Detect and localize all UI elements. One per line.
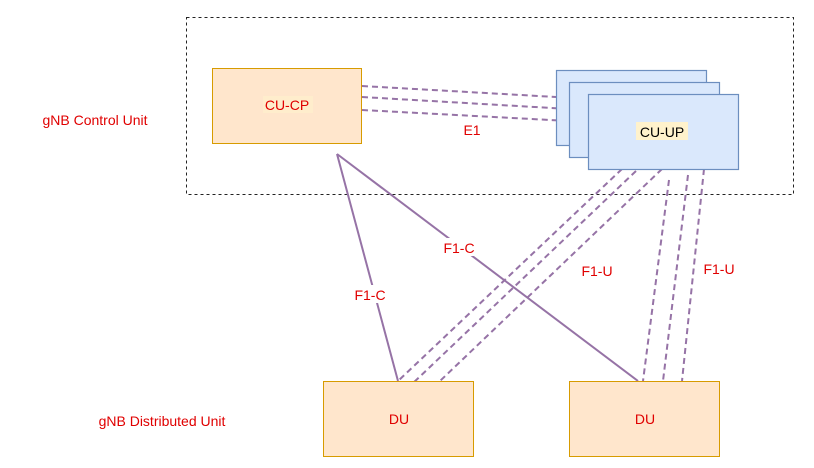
du-left-label: DU (389, 411, 409, 427)
f1c-label-bg (444, 238, 476, 256)
f1u-links-left (397, 168, 663, 386)
du-left-box[interactable] (323, 381, 474, 457)
f1u-link (642, 179, 670, 382)
cu-cp-highlight (263, 96, 313, 113)
e1-label: E1 (463, 122, 480, 138)
f1c-link-right (336, 153, 639, 382)
du-left-node[interactable]: DU (323, 381, 474, 457)
f1u-right-label: F1-U (703, 261, 734, 277)
cu-up-highlight (636, 122, 688, 140)
f1c-link-left (336, 153, 399, 382)
du-right-box[interactable] (569, 381, 720, 457)
f1u-link (410, 170, 637, 386)
cu-cp-label: CU-CP (265, 97, 309, 113)
f1u-link (397, 168, 623, 382)
cu-up-node-stack[interactable]: CU-UP (555, 69, 740, 171)
e1-link (361, 85, 557, 98)
du-right-label: DU (635, 411, 655, 427)
f1c-left-label: F1-C (354, 287, 385, 303)
f1c-label-bg (352, 285, 388, 303)
du-right-node[interactable]: DU (569, 381, 720, 457)
f1u-link (439, 168, 663, 382)
f1c-right-label: F1-C (443, 240, 474, 256)
gnb-distributed-unit-label: gNB Distributed Unit (99, 413, 226, 429)
gnb-control-unit-label: gNB Control Unit (42, 112, 147, 128)
f1u-link (681, 168, 705, 382)
f1u-link (662, 174, 689, 382)
control-unit-boundary (186, 17, 794, 195)
e1-link (361, 96, 570, 110)
cu-up-label: CU-UP (640, 124, 684, 140)
f1u-left-label: F1-U (581, 263, 612, 279)
e1-links (361, 85, 589, 123)
cu-cp-node[interactable]: CU-CP (212, 68, 362, 144)
f1u-links-right (642, 168, 705, 382)
e1-link (361, 109, 589, 123)
